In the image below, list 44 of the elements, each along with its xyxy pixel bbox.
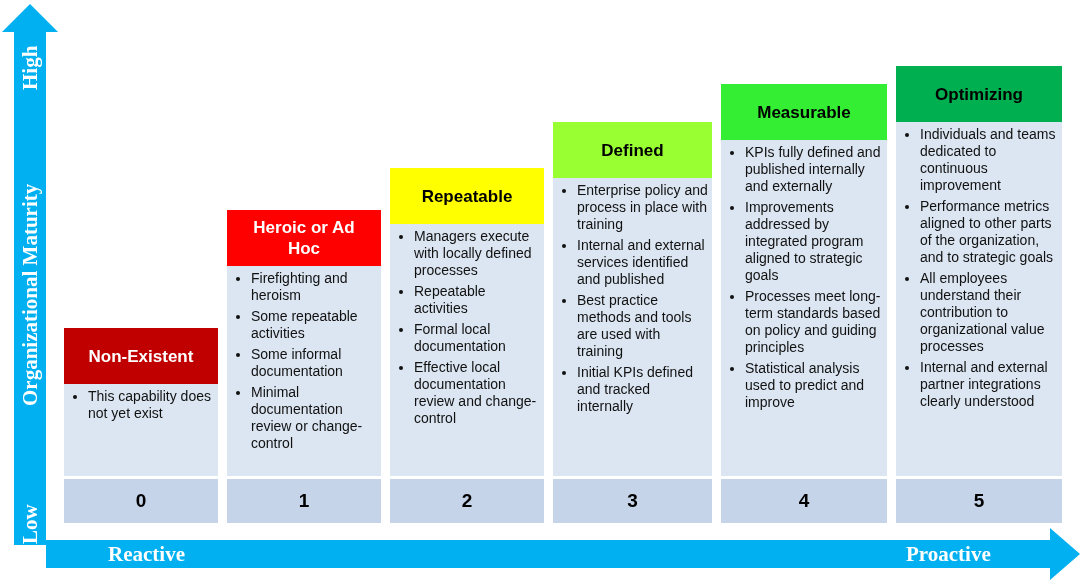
- axis-label: Reactive: [108, 542, 185, 566]
- level-title: Repeatable: [390, 168, 544, 224]
- bullet-text: Some informal documentation: [251, 346, 343, 379]
- bullet-text: Internal and external services identified and published: [577, 237, 705, 287]
- axis-label: Proactive: [906, 542, 991, 566]
- level-number: 1: [227, 479, 381, 523]
- bullet-text: Minimal documentation review or change-control: [251, 384, 363, 451]
- bullet-text: Enterprise policy and process in place with training: [577, 182, 708, 232]
- axis-label: High: [18, 44, 42, 93]
- bullet-text: Statistical analysis used to predict and improve: [745, 360, 865, 410]
- bullet-text: Repeatable activities: [414, 283, 486, 316]
- bullet-text: All employees understand their contribution to organizational value processes: [920, 270, 1045, 354]
- level-title: Measurable: [721, 84, 887, 140]
- bullet-text: Initial KPIs defined and tracked internally: [577, 364, 693, 414]
- bullet-text: Processes meet long-term standards based on policy and guiding principles: [745, 288, 881, 355]
- bullet-text: KPIs fully defined and published internally and externally: [745, 144, 881, 194]
- bullet-text: Performance metrics aligned to other parts of the organization, and to strategic goals: [920, 198, 1054, 265]
- bullet-text: Managers execute with locally defined processes: [414, 228, 532, 278]
- bullet-text: Improvements addressed by integrated program aligned to strategic goals: [745, 199, 864, 283]
- level-title: Optimizing: [896, 66, 1062, 122]
- level-number: 5: [896, 479, 1062, 523]
- level-number: 2: [390, 479, 544, 523]
- level-number: 3: [553, 479, 712, 523]
- bullet-text: Effective local documentation review and change-control: [414, 359, 537, 426]
- bullet-text: Firefighting and heroism: [251, 270, 348, 303]
- bullet-text: This capability does not yet exist: [88, 388, 211, 421]
- description-panel: [896, 122, 1062, 476]
- description-panel: [553, 178, 712, 476]
- level-number: 4: [721, 479, 887, 523]
- description-panel: [227, 266, 381, 476]
- bullet-text: Best practice methods and tools are used with training: [577, 292, 692, 359]
- bullet-text: Formal local documentation: [414, 321, 506, 354]
- description-panel: [721, 140, 887, 476]
- bullet-text: Some repeatable activities: [251, 308, 358, 341]
- bullet-text: Individuals and teams dedicated to continuous improvement: [920, 126, 1056, 193]
- level-title: Heroic or Ad Hoc: [227, 210, 381, 266]
- level-title: Non-Existent: [64, 328, 218, 384]
- level-title: Defined: [553, 122, 712, 178]
- level-number: 0: [64, 479, 218, 523]
- axis-title: Organizational Maturity: [18, 182, 42, 409]
- description-panel: [390, 224, 544, 476]
- description-panel: [64, 384, 218, 476]
- axis-label: Low: [18, 503, 42, 546]
- bullet-text: Internal and external partner integrations clearly understood: [920, 359, 1048, 409]
